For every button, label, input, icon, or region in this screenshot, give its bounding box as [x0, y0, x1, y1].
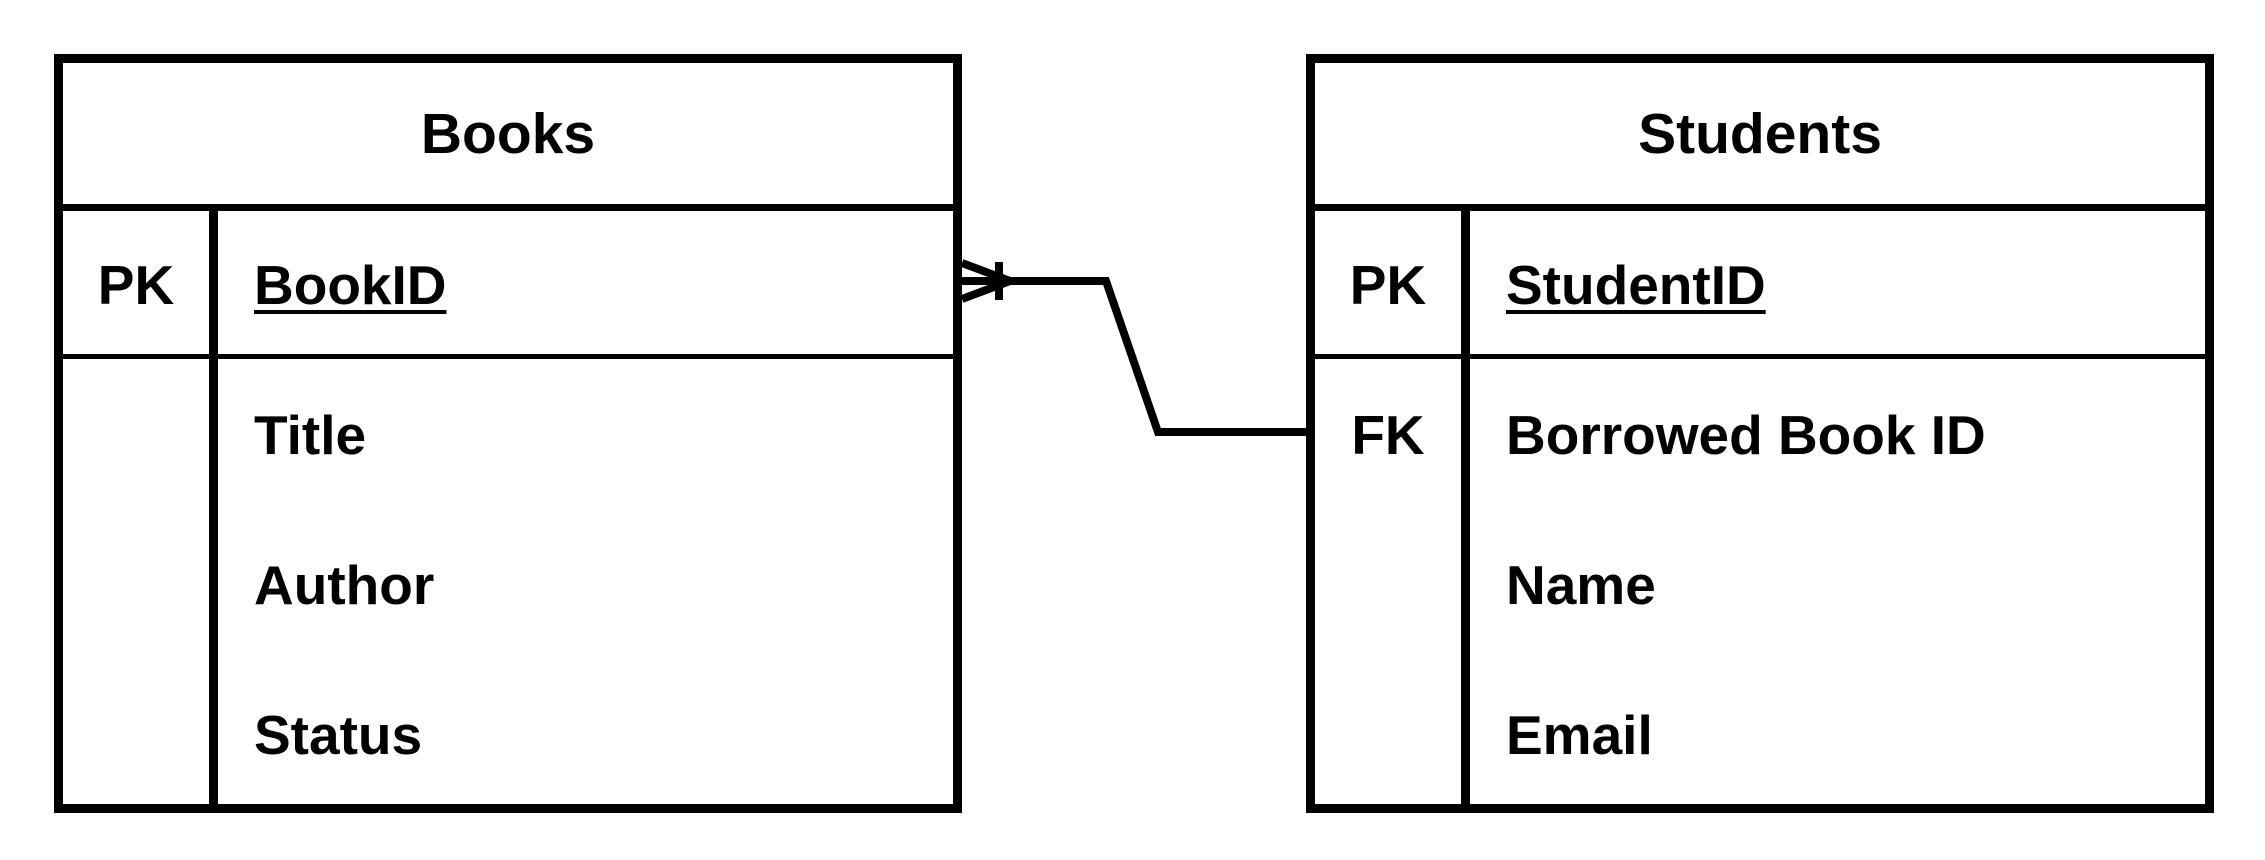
relationship-line [962, 277, 1306, 436]
students-entity-title: Students [1315, 63, 2205, 211]
crows-foot-upper [960, 259, 1012, 285]
books-key-divider [209, 211, 218, 804]
books-pk-row [63, 211, 953, 359]
students-key-divider [1461, 211, 1470, 804]
students-fk-label: FK [1351, 404, 1425, 466]
students-entity[interactable]: Students PK StudentID FK Borrowed Book I… [1306, 54, 2214, 813]
students-studentid-attr: StudentID [1506, 254, 1766, 316]
students-pk-row [1315, 211, 2205, 359]
crows-foot-lower [960, 277, 1012, 303]
students-borrowed-book-id-attr: Borrowed Book ID [1506, 404, 1986, 466]
books-pk-label: PK [97, 254, 175, 316]
books-entity-title: Books [63, 63, 953, 211]
books-author-attr: Author [254, 554, 435, 616]
books-title-attr: Title [254, 404, 367, 466]
students-email-attr: Email [1506, 704, 1653, 766]
students-name-attr: Name [1506, 554, 1656, 616]
students-pk-label: PK [1349, 254, 1427, 316]
books-entity[interactable]: Books PK BookID Title Author Status [54, 54, 962, 813]
books-bookid-attr: BookID [254, 254, 447, 316]
books-status-attr: Status [254, 704, 423, 766]
